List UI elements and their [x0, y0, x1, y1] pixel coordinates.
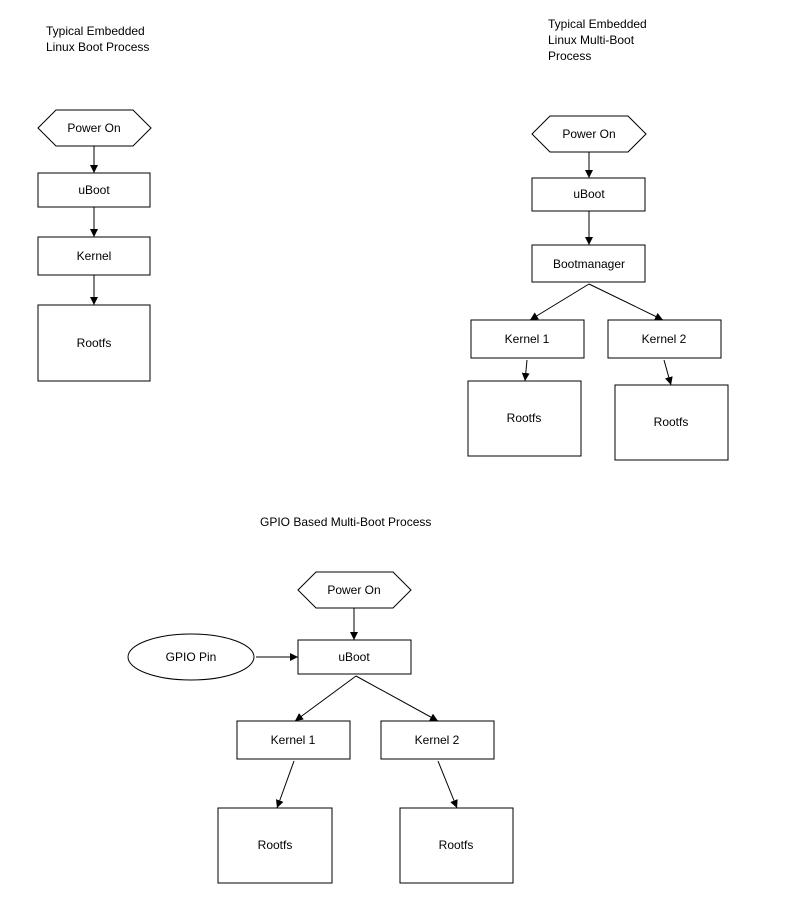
edge-bootmanager-to-kernel-1: [529, 283, 590, 321]
rootfs-node: Rootfs: [37, 304, 151, 382]
single-boot-diagram: Typical Embedded Linux Boot Process Powe…: [37, 24, 152, 382]
gpio-multi-boot-title: GPIO Based Multi-Boot Process: [260, 515, 431, 529]
rootfs-1-label: Rootfs: [507, 411, 542, 425]
edge-bootmanager-to-kernel-2: [588, 283, 664, 321]
edge-kernel-1-to-rootfs: [275, 760, 295, 809]
edge-kernel-1-to-rootfs: [521, 359, 530, 382]
kernel-label: Kernel: [77, 249, 112, 263]
rootfs-1-node: Rootfs: [467, 380, 582, 457]
single-boot-title-line-2: Linux Boot Process: [46, 40, 149, 54]
power-on-label: Power On: [327, 583, 380, 597]
bootmanager-label: Bootmanager: [553, 257, 625, 271]
gpio-pin-node: GPIO Pin: [127, 633, 255, 681]
uboot-label: uBoot: [573, 187, 605, 201]
rootfs-1-label: Rootfs: [258, 838, 293, 852]
kernel-2-label: Kernel 2: [415, 733, 460, 747]
rootfs-2-label: Rootfs: [439, 838, 474, 852]
multi-boot-diagram: Typical Embedded Linux Multi-Boot Proces…: [467, 17, 729, 461]
rootfs-1-node: Rootfs: [217, 807, 333, 884]
multi-boot-title-line-1: Typical Embedded: [548, 17, 647, 31]
gpio-multi-boot-diagram: GPIO Based Multi-Boot Process Power On G…: [127, 515, 514, 884]
rootfs-2-node: Rootfs: [399, 807, 514, 884]
edge-kernel-2-to-rootfs: [663, 359, 673, 386]
kernel-2-label: Kernel 2: [642, 332, 687, 346]
kernel-1-label: Kernel 1: [505, 332, 550, 346]
edge-uboot-to-kernel-2: [355, 675, 439, 722]
bootmanager-node: Bootmanager: [531, 244, 646, 283]
multi-boot-title-line-3: Process: [548, 49, 591, 63]
power-on-node: Power On: [297, 571, 412, 609]
rootfs-2-label: Rootfs: [654, 415, 689, 429]
kernel-2-node: Kernel 2: [380, 720, 495, 760]
rootfs-label: Rootfs: [77, 336, 112, 350]
uboot-node: uBoot: [531, 177, 646, 212]
rootfs-2-node: Rootfs: [614, 384, 729, 461]
uboot-label: uBoot: [78, 183, 110, 197]
edge-uboot-to-kernel-1: [294, 675, 357, 722]
uboot-node: uBoot: [37, 172, 151, 208]
single-boot-title-line-1: Typical Embedded: [46, 24, 145, 38]
uboot-node: uBoot: [297, 639, 412, 675]
gpio-pin-label: GPIO Pin: [166, 650, 217, 664]
kernel-2-node: Kernel 2: [607, 319, 722, 359]
power-on-node: Power On: [37, 109, 152, 147]
kernel-1-node: Kernel 1: [236, 720, 351, 760]
multi-boot-title-line-2: Linux Multi-Boot: [548, 33, 635, 47]
power-on-node: Power On: [531, 115, 647, 153]
power-on-label: Power On: [562, 127, 615, 141]
kernel-1-label: Kernel 1: [271, 733, 316, 747]
edge-kernel-2-to-rootfs: [437, 760, 458, 809]
kernel-node: Kernel: [37, 236, 151, 276]
uboot-label: uBoot: [338, 650, 370, 664]
kernel-1-node: Kernel 1: [470, 319, 585, 359]
power-on-label: Power On: [67, 121, 120, 135]
